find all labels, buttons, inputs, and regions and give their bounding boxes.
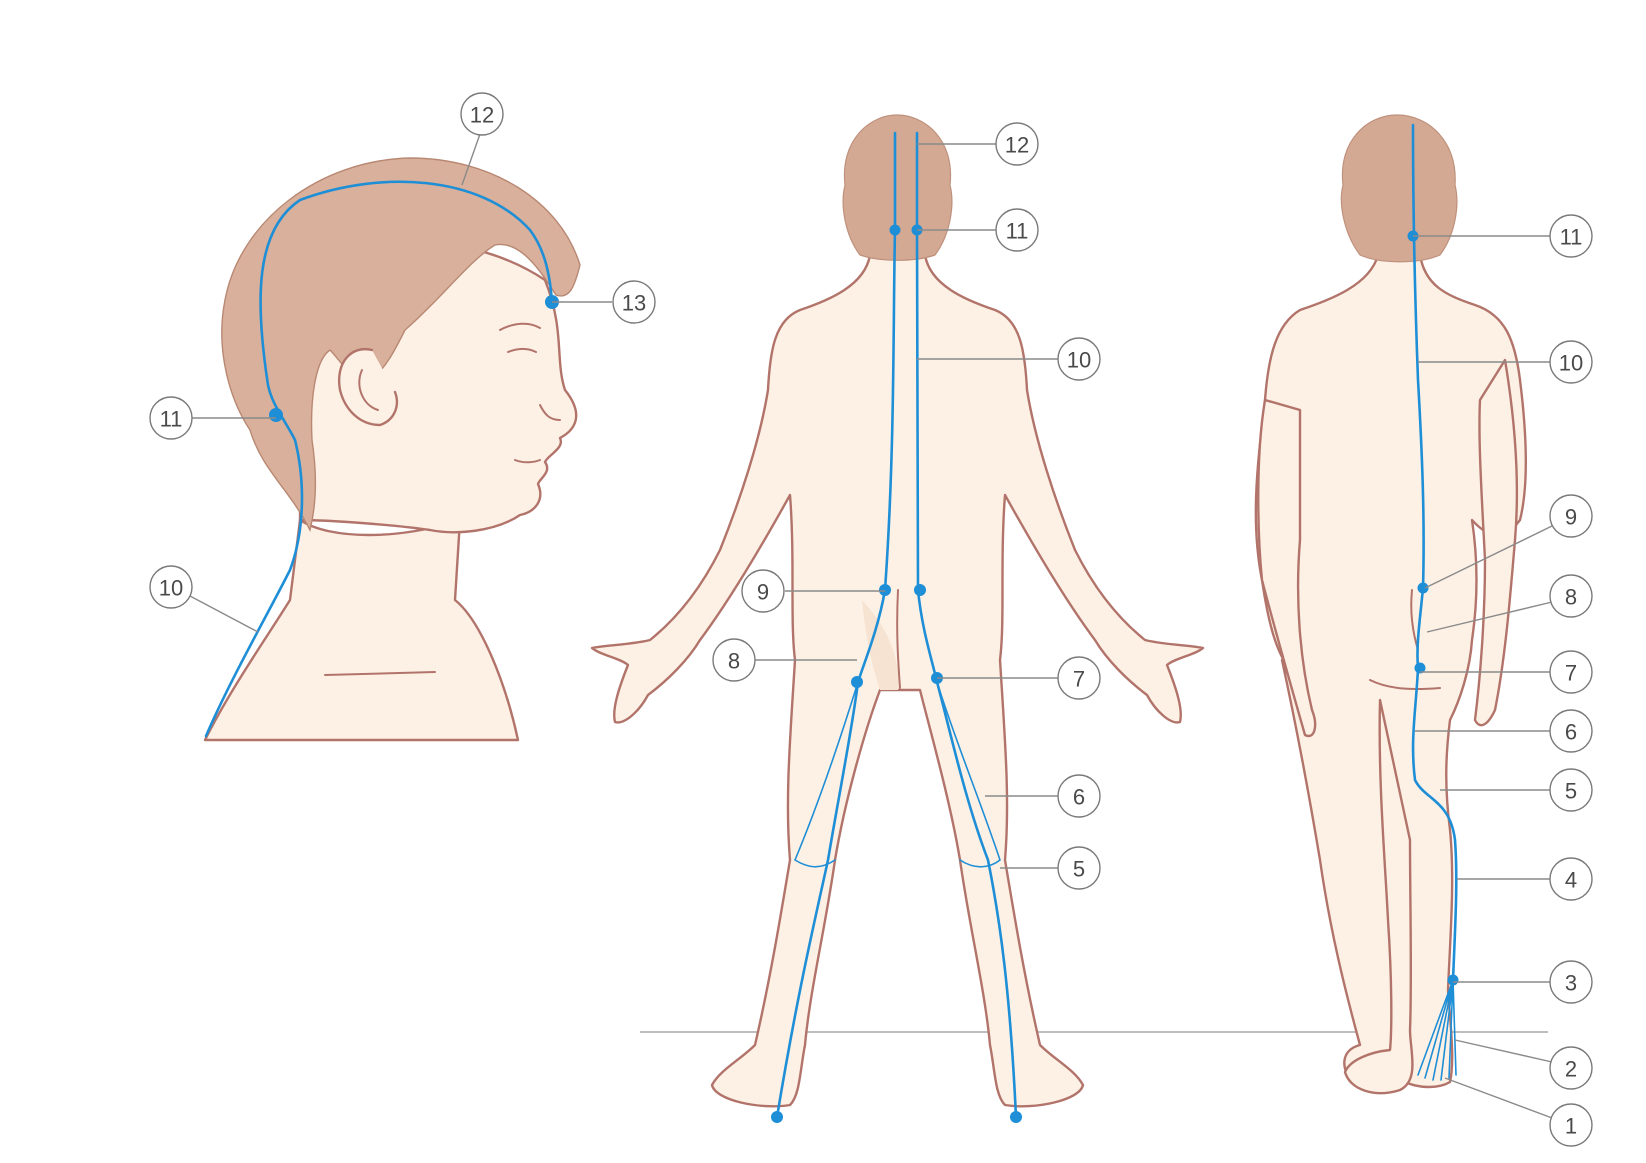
side-back-view-callout-8: 8 xyxy=(1550,575,1592,617)
callout-label: 12 xyxy=(470,103,494,128)
head-profile-callout-13: 13 xyxy=(613,281,655,323)
side-back-view-callout-11: 11 xyxy=(1550,215,1592,257)
head-profile-figure: 12 13 11 10 xyxy=(150,93,655,740)
callout-label: 10 xyxy=(1559,351,1583,376)
back-view-point-9-right xyxy=(914,584,926,596)
back-view-point-8 xyxy=(851,676,863,688)
callout-label: 11 xyxy=(1560,225,1583,250)
back-view-callout-6: 6 xyxy=(1058,775,1100,817)
callout-label: 10 xyxy=(1067,348,1091,373)
callout-label: 7 xyxy=(1565,661,1577,686)
side-back-view-arm-right xyxy=(1475,360,1517,725)
back-view-point-11-left xyxy=(890,225,901,236)
callout-label: 1 xyxy=(1565,1114,1577,1139)
callout-label: 10 xyxy=(159,576,183,601)
callout-label: 11 xyxy=(160,407,183,432)
back-view-callout-8: 8 xyxy=(713,639,755,681)
head-profile-callout-11: 11 xyxy=(150,397,192,439)
back-view-callout-10: 10 xyxy=(1058,338,1100,380)
side-back-view-callout-7: 7 xyxy=(1550,651,1592,693)
side-back-view-figure: 11 10 9 8 7 6 5 xyxy=(1256,115,1592,1146)
head-profile-callout-10: 10 xyxy=(150,566,192,608)
back-view-callout-7: 7 xyxy=(1058,657,1100,699)
callout-label: 8 xyxy=(1565,585,1577,610)
head-profile-callout-12: 12 xyxy=(461,93,503,135)
back-view-point-9-left xyxy=(879,584,891,596)
side-back-view-callout-1: 1 xyxy=(1550,1104,1592,1146)
callout-label: 7 xyxy=(1073,667,1085,692)
side-back-view-callout-3: 3 xyxy=(1550,961,1592,1003)
side-back-view-callout-10: 10 xyxy=(1550,341,1592,383)
callout-label: 6 xyxy=(1073,785,1085,810)
side-back-view-point-3 xyxy=(1448,975,1459,986)
callout-label: 5 xyxy=(1073,857,1085,882)
side-back-view-callout-5: 5 xyxy=(1550,769,1592,811)
callout-label: 5 xyxy=(1565,779,1577,804)
callout-label: 3 xyxy=(1565,971,1577,996)
side-back-view-point-9 xyxy=(1418,583,1429,594)
callout-label: 12 xyxy=(1005,133,1029,158)
side-back-view-callout-9: 9 xyxy=(1550,495,1592,537)
callout-label: 9 xyxy=(1565,505,1577,530)
callout-label: 4 xyxy=(1565,868,1577,893)
back-view-callout-9: 9 xyxy=(742,570,784,612)
callout-label: 11 xyxy=(1006,219,1029,244)
back-view-callout-5: 5 xyxy=(1058,847,1100,889)
back-view-figure: 12 11 10 9 8 7 6 xyxy=(592,115,1203,1123)
back-view-point-foot-left xyxy=(771,1111,783,1123)
side-back-view-head xyxy=(1341,115,1456,262)
callout-label: 13 xyxy=(622,291,646,316)
back-view-callout-11: 11 xyxy=(996,209,1038,251)
side-back-view-callout-4: 4 xyxy=(1550,858,1592,900)
back-view-callout-12: 12 xyxy=(996,123,1038,165)
side-back-view-callout-6: 6 xyxy=(1550,710,1592,752)
back-view-head xyxy=(843,115,952,260)
head-profile-neck xyxy=(205,520,518,740)
callout-label: 6 xyxy=(1565,720,1577,745)
side-back-view-callout-2: 2 xyxy=(1550,1047,1592,1089)
callout-label: 9 xyxy=(757,580,769,605)
head-profile-point-11 xyxy=(269,408,283,422)
callout-label: 8 xyxy=(728,649,740,674)
callout-label: 2 xyxy=(1565,1057,1577,1082)
back-view-point-foot-right xyxy=(1010,1111,1022,1123)
